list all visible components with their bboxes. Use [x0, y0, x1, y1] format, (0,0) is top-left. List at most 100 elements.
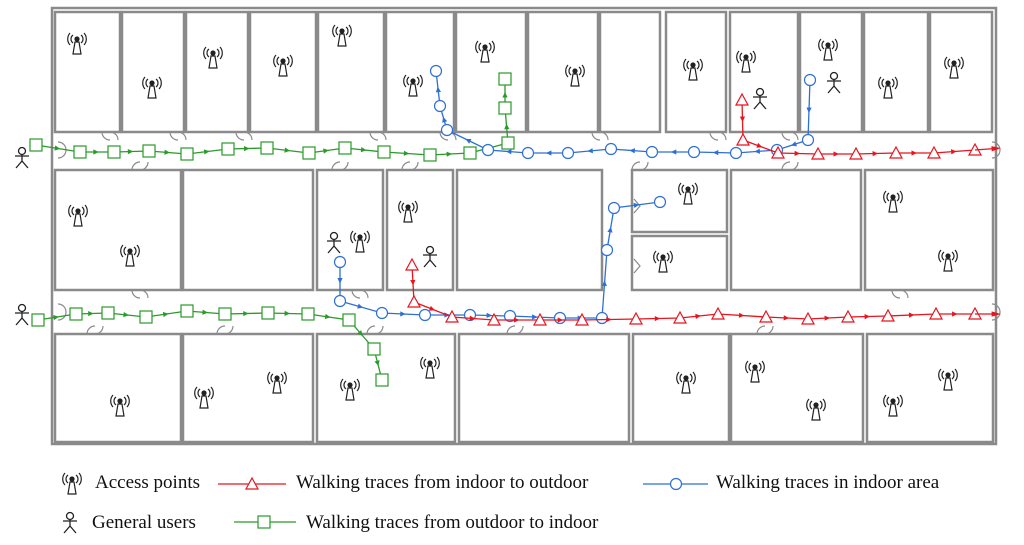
wifi-antenna-icon	[62, 472, 82, 495]
wifi-antenna-icon	[944, 56, 964, 79]
wifi-antenna-icon	[676, 371, 696, 394]
room-top-7	[454, 10, 528, 134]
door	[131, 289, 149, 299]
trace-marker	[180, 304, 194, 318]
wifi-antenna-icon	[653, 250, 673, 273]
trace-marker	[107, 145, 121, 159]
room-top-13	[862, 10, 930, 134]
trace-indoor-lower	[333, 195, 667, 325]
trace-marker	[503, 309, 517, 323]
trace-marker	[404, 257, 420, 271]
wifi-antenna-icon	[398, 200, 418, 223]
trace-marker	[29, 138, 43, 152]
door	[991, 141, 1001, 159]
building-walls	[50, 6, 998, 446]
trace-marker	[375, 373, 389, 387]
legend-swatch-indoor-to-outdoor	[218, 476, 286, 490]
wifi-antenna-icon	[883, 394, 903, 417]
door	[591, 131, 609, 141]
trace-marker	[653, 195, 667, 209]
wifi-antenna-icon	[475, 40, 495, 63]
door	[101, 131, 119, 141]
room-top-14	[928, 10, 994, 134]
trace-marker	[180, 147, 194, 161]
trace-marker	[801, 133, 815, 147]
door	[633, 258, 641, 274]
wifi-antenna-icon	[120, 244, 140, 267]
door	[369, 131, 387, 141]
wifi-antenna-icon	[332, 24, 352, 47]
door	[781, 131, 799, 141]
legend-swatch-outdoor-to-indoor	[234, 515, 296, 529]
wifi-antenna-icon	[878, 76, 898, 99]
trace-marker	[377, 145, 391, 159]
stick-figure-icon	[327, 231, 341, 254]
room-bottom-4	[457, 332, 631, 444]
wifi-antenna-icon	[403, 74, 423, 97]
room-middle-9	[863, 168, 995, 292]
trace-marker	[218, 307, 232, 321]
stick-figure-icon	[827, 71, 841, 94]
wifi-antenna-icon	[683, 58, 703, 81]
door	[991, 303, 1001, 321]
room-middle-4	[385, 168, 455, 292]
trace-marker	[800, 311, 816, 325]
trace-marker	[423, 148, 437, 162]
wifi-antenna-icon	[67, 32, 87, 55]
room-top-10	[664, 10, 728, 134]
trace-marker	[433, 99, 447, 113]
room-middle-3	[315, 168, 385, 292]
door	[401, 161, 419, 171]
door	[366, 325, 384, 335]
trace-marker	[810, 146, 826, 160]
trace-indoor-to-outdoor-bottom	[404, 257, 1001, 326]
room-middle-6	[630, 168, 729, 234]
trace-marker	[142, 144, 156, 158]
room-top-9	[598, 10, 662, 134]
room-top-1	[53, 10, 122, 134]
trace-marker	[561, 146, 575, 160]
trace-marker	[669, 477, 683, 491]
trace-marker	[73, 145, 87, 159]
room-top-6	[384, 10, 456, 134]
trace-marker	[928, 306, 944, 320]
trace-marker	[880, 308, 896, 322]
door	[169, 131, 187, 141]
trace-outdoor-to-indoor-top	[29, 72, 515, 162]
wifi-antenna-icon	[110, 394, 130, 417]
trace-marker	[840, 309, 856, 323]
room-bottom-2	[181, 332, 315, 444]
trace-marker	[463, 146, 477, 160]
trace-marker	[481, 143, 495, 157]
trace-indoor-top-left	[429, 64, 817, 160]
room-top-8	[526, 10, 600, 134]
walking-traces	[29, 64, 1001, 387]
trace-marker	[770, 145, 786, 159]
stick-figure-icon	[423, 245, 437, 268]
trace-marker	[672, 310, 688, 324]
trace-marker	[244, 476, 260, 490]
door	[216, 325, 234, 335]
trace-marker	[101, 306, 115, 320]
door	[351, 289, 369, 299]
room-middle-2	[181, 168, 315, 292]
trace-marker	[486, 312, 502, 326]
wifi-antenna-icon	[68, 204, 88, 227]
wifi-antenna-icon	[203, 46, 223, 69]
trace-marker	[758, 309, 774, 323]
trace-marker	[604, 142, 618, 156]
room-top-4	[248, 10, 318, 134]
trace-marker	[710, 306, 726, 320]
trace-marker	[734, 92, 750, 106]
wifi-antenna-icon	[267, 371, 287, 394]
trace-marker	[333, 255, 347, 269]
trace-marker	[735, 132, 751, 146]
room-middle-8	[729, 168, 863, 292]
trace-marker	[367, 342, 381, 356]
wifi-antenna-icon	[194, 386, 214, 409]
room-middle-5	[455, 168, 604, 292]
stick-figure-icon	[63, 511, 77, 534]
door	[781, 161, 799, 171]
room-bottom-3	[315, 332, 457, 444]
